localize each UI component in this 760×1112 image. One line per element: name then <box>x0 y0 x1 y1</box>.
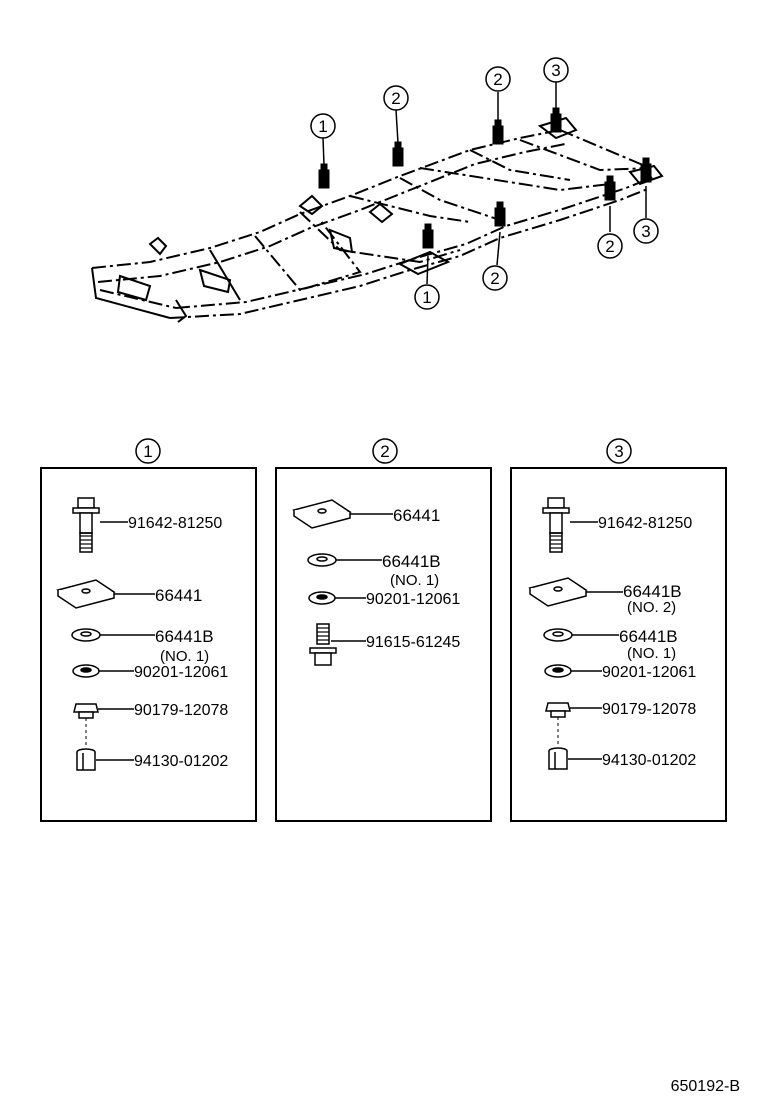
flange-nut-icon <box>545 702 571 718</box>
callout-circle: 3 <box>633 218 659 244</box>
callout-circle: 1 <box>414 284 440 310</box>
part-number: 66441B <box>155 627 214 646</box>
part-number: 90201-12061 <box>134 664 228 681</box>
panel-box <box>40 467 257 822</box>
panel-number: 1 <box>143 442 152 461</box>
diagram-code: 650192-B <box>671 1078 740 1095</box>
part-note: (NO. 1) <box>390 572 439 589</box>
part-number: 91642-81250 <box>128 515 222 532</box>
svg-text:3: 3 <box>641 222 650 241</box>
washer-icon <box>71 628 101 642</box>
panel-3: 3 91642-81250 66441B (NO. 2) 66441B (NO.… <box>510 438 727 822</box>
panel-number-circle <box>135 438 161 464</box>
part-note: (NO. 1) <box>160 648 209 665</box>
part-number: 66441B <box>619 627 678 646</box>
part-number: 66441B <box>623 582 682 601</box>
panel-number-circle <box>606 438 632 464</box>
svg-text:2: 2 <box>391 89 400 108</box>
part-number: 66441 <box>393 506 440 525</box>
panel-box <box>510 467 727 822</box>
callout-circle: 1 <box>310 113 336 139</box>
svg-text:2: 2 <box>490 269 499 288</box>
mount-plate-icon <box>528 577 588 607</box>
flange-nut-icon <box>73 703 99 719</box>
svg-text:2: 2 <box>493 70 502 89</box>
spacer-nut-icon <box>548 747 568 770</box>
washer-icon <box>307 553 337 567</box>
frame-leader-lines <box>322 82 647 285</box>
part-number: 66441B <box>382 552 441 571</box>
lock-washer-icon <box>544 664 572 678</box>
mount-plate-icon <box>292 499 352 529</box>
bolt-icon <box>309 623 337 666</box>
part-note: (NO. 1) <box>627 645 676 662</box>
spacer-nut-icon <box>76 748 96 771</box>
callout-circle: 3 <box>543 57 569 83</box>
part-number: 90179-12078 <box>134 702 228 719</box>
svg-text:3: 3 <box>551 61 560 80</box>
bolt-icon <box>542 497 570 553</box>
washer-icon <box>543 628 573 642</box>
part-number: 66441 <box>155 586 202 605</box>
part-number: 91615-61245 <box>366 634 460 651</box>
vehicle-frame-illustration <box>91 116 664 323</box>
part-number: 90179-12078 <box>602 701 696 718</box>
part-number: 90201-12061 <box>602 664 696 681</box>
panel-1: 1 91642-81250 66441 66441B (NO. 1) <box>40 438 257 822</box>
svg-text:1: 1 <box>422 288 431 307</box>
panel-box <box>275 467 492 822</box>
callout-circle: 2 <box>383 85 409 111</box>
part-number: 90201-12061 <box>366 591 460 608</box>
mount-plate-icon <box>56 579 116 609</box>
frame-mount-studs <box>318 107 652 249</box>
frame-callouts: 1 2 2 3 3 2 1 2 <box>310 57 659 310</box>
panel-number: 3 <box>614 442 623 461</box>
svg-text:2: 2 <box>605 237 614 256</box>
part-number: 91642-81250 <box>598 515 692 532</box>
callout-circle: 2 <box>482 265 508 291</box>
lock-washer-icon <box>308 591 336 605</box>
svg-text:1: 1 <box>318 117 327 136</box>
panel-number: 2 <box>380 442 389 461</box>
part-number: 94130-01202 <box>134 753 228 770</box>
panel-2: 2 66441 66441B (NO. 1) 90201-12061 <box>275 438 492 822</box>
bolt-icon <box>72 497 100 553</box>
callout-circle: 2 <box>597 233 623 259</box>
panel-number-circle <box>372 438 398 464</box>
part-number: 94130-01202 <box>602 752 696 769</box>
lock-washer-icon <box>72 664 100 678</box>
part-note: (NO. 2) <box>627 599 676 616</box>
callout-circle: 2 <box>485 66 511 92</box>
